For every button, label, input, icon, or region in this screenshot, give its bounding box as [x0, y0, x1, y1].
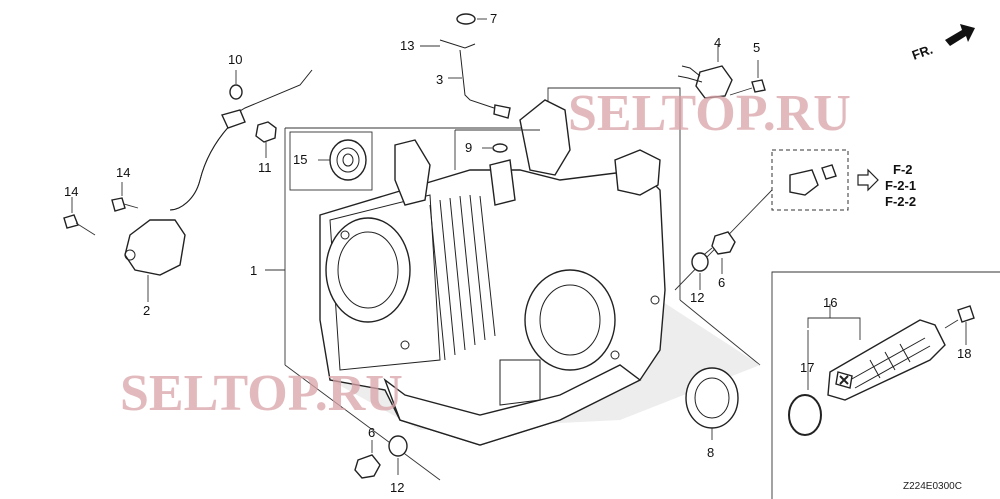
arrow-right-icon	[857, 168, 879, 192]
washer-12-right	[691, 252, 709, 290]
washer-12-bottom	[388, 435, 408, 475]
watermark-bottom: SELTOP.RU	[120, 365, 403, 422]
callout-6-right: 6	[718, 275, 725, 290]
oil-filler-cap	[807, 304, 946, 401]
callout-14-lower: 14	[64, 184, 78, 199]
callout-14-upper: 14	[116, 165, 130, 180]
watermark-top: SELTOP.RU	[568, 85, 851, 142]
callout-8: 8	[707, 445, 714, 460]
callout-18: 18	[957, 346, 971, 361]
callout-9: 9	[465, 140, 472, 155]
washer-9	[482, 143, 508, 153]
callout-6-bottom: 6	[368, 425, 375, 440]
direction-label: FR.	[910, 42, 935, 63]
callout-7: 7	[490, 11, 497, 26]
bolt-14b	[63, 197, 96, 236]
o-ring	[788, 330, 822, 436]
callout-12-bottom: 12	[390, 480, 404, 495]
callout-5: 5	[753, 40, 760, 55]
bolt-14a	[111, 182, 139, 212]
nut-11	[255, 121, 277, 158]
callout-13: 13	[400, 38, 414, 53]
oil-alert-switch	[677, 45, 733, 99]
callout-4: 4	[714, 35, 721, 50]
callout-15: 15	[293, 152, 307, 167]
washer-9-frame	[454, 129, 540, 170]
main-assembly-frame	[265, 87, 761, 481]
reference-box	[674, 149, 849, 291]
callout-12-right: 12	[690, 290, 704, 305]
ref-f-2: F-2	[893, 162, 913, 177]
ref-f-2-1: F-2-1	[885, 178, 916, 193]
direction-arrow-icon	[945, 24, 975, 46]
callout-17: 17	[800, 360, 814, 375]
callout-2: 2	[143, 303, 150, 318]
breather-assembly	[124, 69, 313, 302]
inset-frame	[771, 271, 1000, 499]
washer-7	[456, 13, 487, 25]
ref-f-2-2: F-2-2	[885, 194, 916, 209]
cylinder-block	[319, 99, 666, 446]
callout-3: 3	[436, 72, 443, 87]
callout-1: 1	[250, 263, 257, 278]
bolt-18	[944, 305, 975, 345]
washer-10	[229, 70, 243, 100]
oil-seal	[685, 367, 739, 440]
bearing-frame	[289, 131, 373, 191]
bolt-6-bottom	[354, 440, 381, 479]
bolt-5	[729, 60, 766, 96]
dipstick-rod	[420, 39, 511, 119]
diagram-code: Z224E0300C	[903, 481, 962, 492]
bearing	[318, 139, 367, 181]
callout-16: 16	[823, 295, 837, 310]
callout-10: 10	[228, 52, 242, 67]
callout-11: 11	[258, 160, 272, 175]
